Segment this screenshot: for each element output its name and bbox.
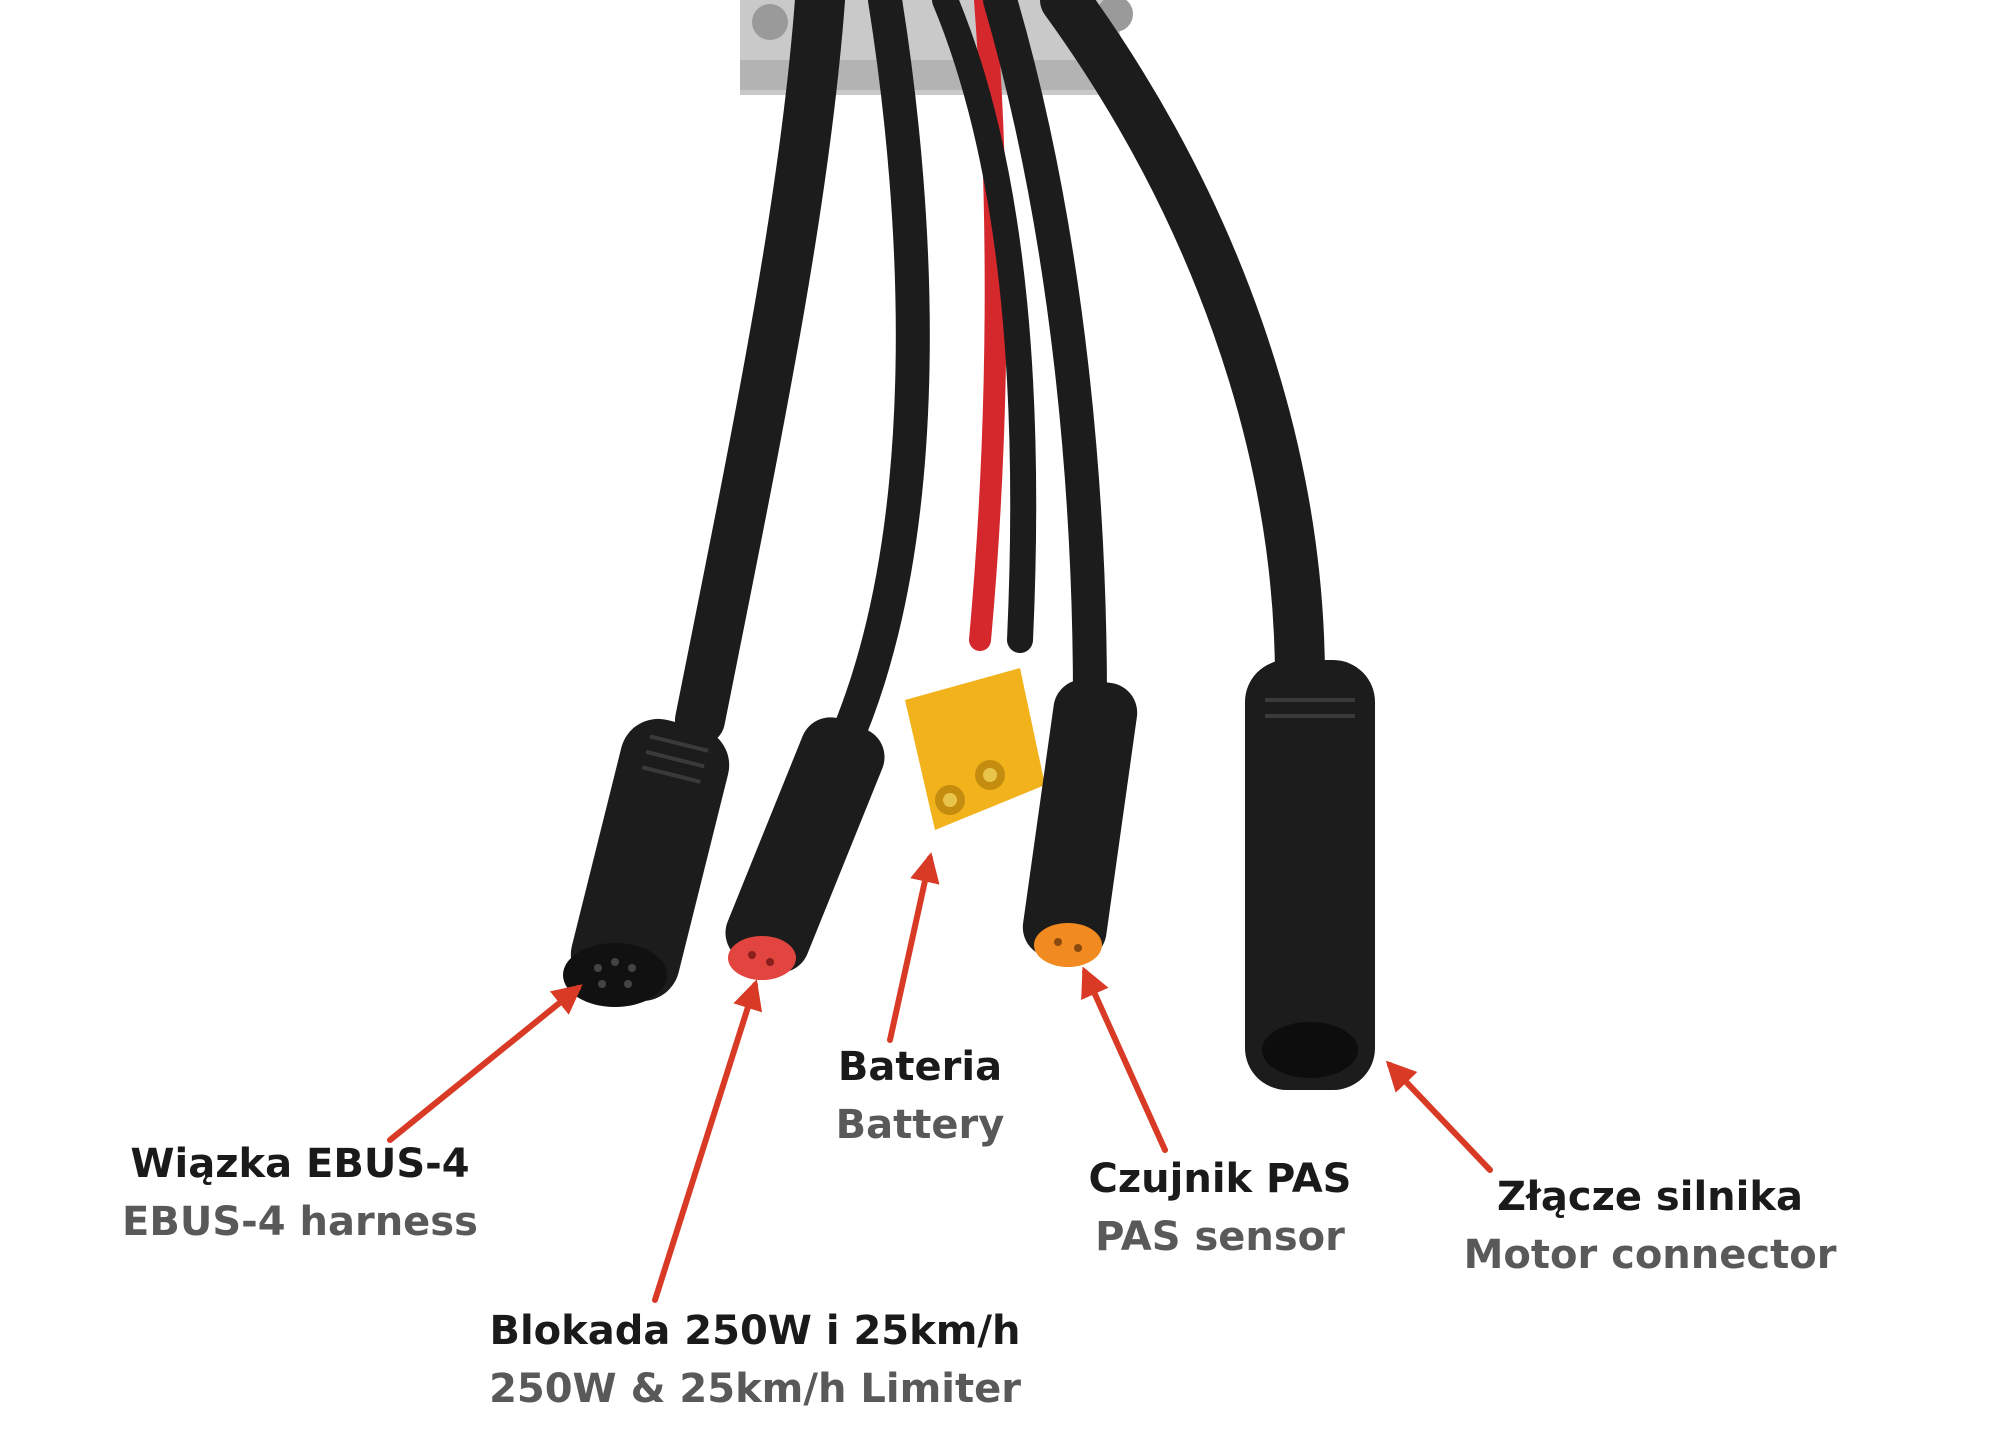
ebus-label-pl: Wiązka EBUS-4 — [130, 1141, 470, 1187]
battery-red-wire — [969, 0, 1007, 651]
motor-callout: Złącze silnika Motor connector — [1430, 1168, 1870, 1284]
motor-arrow — [1385, 1060, 1493, 1173]
limiter-cable — [833, 0, 930, 747]
ebus-arrow — [387, 984, 583, 1143]
pas-arrow — [1081, 966, 1168, 1153]
battery-arrow — [887, 852, 940, 1043]
motor-cable — [1040, 0, 1325, 705]
ebus-label-en: EBUS-4 harness — [122, 1199, 478, 1245]
pas-connector — [1022, 679, 1138, 967]
limiter-callout: Blokada 250W i 25km/h 250W & 25km/h Limi… — [465, 1302, 1045, 1418]
battery-label-pl: Bateria — [837, 1044, 1003, 1090]
limiter-arrow — [652, 979, 763, 1303]
pas-label-pl: Czujnik PAS — [1088, 1156, 1352, 1202]
ebus-callout: Wiązka EBUS-4 EBUS-4 harness — [85, 1135, 515, 1251]
motor-label-en: Motor connector — [1463, 1232, 1837, 1278]
battery-black-wire — [932, 0, 1037, 653]
limiter-label-pl: Blokada 250W i 25km/h — [489, 1308, 1021, 1354]
motor-label-pl: Złącze silnika — [1497, 1174, 1803, 1220]
pas-cable — [983, 0, 1107, 717]
ebus-cable — [675, 0, 845, 745]
pas-label-en: PAS sensor — [1095, 1214, 1345, 1260]
ebus-connector — [563, 718, 730, 1007]
battery-label-en: Battery — [835, 1102, 1005, 1148]
battery-callout: Bateria Battery — [770, 1038, 1070, 1154]
motor-connector — [1245, 660, 1375, 1090]
battery-xt60-connector — [905, 668, 1045, 830]
limiter-label-en: 250W & 25km/h Limiter — [489, 1366, 1021, 1412]
pas-callout: Czujnik PAS PAS sensor — [1060, 1150, 1380, 1266]
limiter-connector — [725, 717, 885, 980]
